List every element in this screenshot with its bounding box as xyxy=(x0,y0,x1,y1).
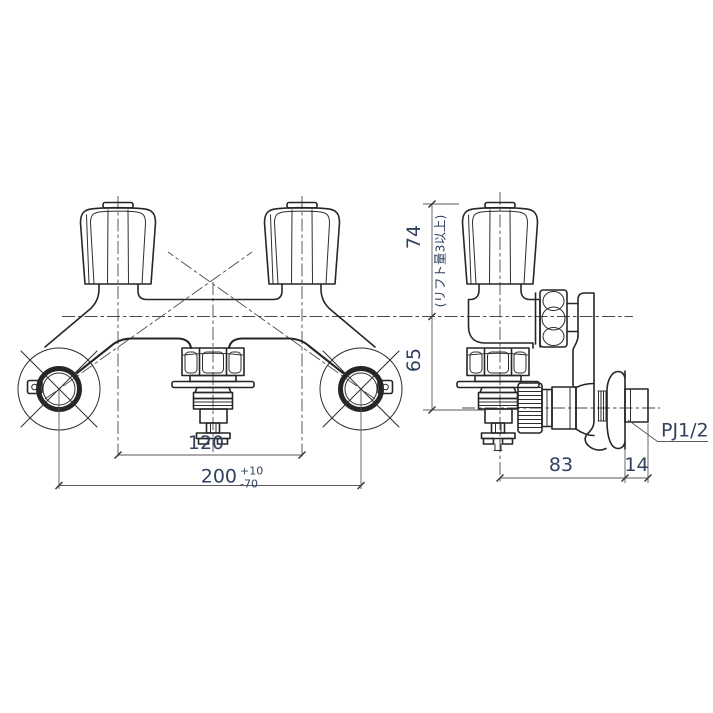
side-body-right xyxy=(520,283,541,348)
union-nut-facet xyxy=(542,327,565,346)
right-flange-tab xyxy=(377,379,394,395)
union-nut-facet xyxy=(542,291,565,311)
left-arm-lower-edge xyxy=(75,337,193,375)
left-arm-axis xyxy=(44,251,253,400)
right-arm-axis xyxy=(167,251,376,400)
dim-label-200-tol-upper: +10 xyxy=(240,465,263,478)
dim-label-200-tol-lower: -70 xyxy=(240,478,258,491)
dim-ticks-120 xyxy=(113,450,307,460)
right-shoulder-arm-edge xyxy=(320,283,376,348)
dim-line-74-65 xyxy=(423,203,484,411)
right-wall-flange xyxy=(320,348,402,430)
dim-label-14: 14 xyxy=(624,454,648,476)
union-connector xyxy=(566,302,579,333)
pj-pipe xyxy=(624,388,649,423)
knurl-lines xyxy=(518,387,542,428)
leader-pj xyxy=(627,419,708,442)
dim-label-83: 83 xyxy=(549,454,573,476)
label-pj-thread: PJ1/2 xyxy=(661,420,709,442)
side-outlet-tip xyxy=(493,443,503,451)
dim-label-200: 200 xyxy=(201,466,237,488)
dim-label-74: 74 xyxy=(403,225,425,249)
bracket-lower-edge xyxy=(572,335,579,389)
dimensions: 120 200 +10 -70 74 (リフト量3以上) 65 83 14 PJ… xyxy=(54,199,709,491)
left-flange-tab xyxy=(26,379,43,395)
dim-label-120: 120 xyxy=(188,432,224,454)
dim-label-65: 65 xyxy=(403,348,425,372)
body-top-edge xyxy=(137,283,283,301)
bracket-foot xyxy=(575,382,595,437)
dim-note-lift: (リフト量3以上) xyxy=(433,215,448,308)
left-flange-tab-hole xyxy=(31,383,38,391)
dim-ticks-83-14 xyxy=(495,473,653,483)
side-view xyxy=(456,201,649,451)
union-nut-facet xyxy=(541,306,566,331)
escutcheon-bell xyxy=(606,370,626,450)
dim-ticks-200 xyxy=(54,481,366,490)
left-wall-flange xyxy=(18,348,100,430)
valve-cylinder xyxy=(551,386,577,430)
dim-ticks-74-65 xyxy=(427,199,437,415)
right-flange-tab-hole xyxy=(382,383,389,391)
left-shoulder-arm-edge xyxy=(44,283,100,348)
wall-thread-ribs xyxy=(597,390,608,422)
side-body-left xyxy=(467,283,534,349)
dim-ext-200 xyxy=(58,389,362,489)
front-view xyxy=(18,201,402,445)
right-arm-lower-edge xyxy=(227,337,345,375)
union-nut xyxy=(539,289,568,348)
